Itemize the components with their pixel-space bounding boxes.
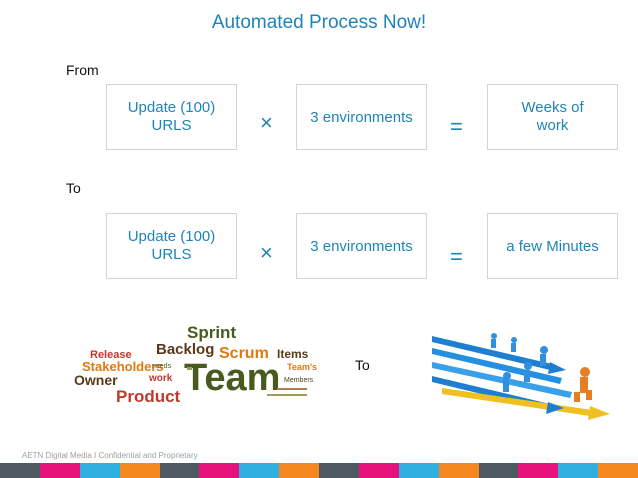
cloud-word: Backlog <box>156 341 214 358</box>
cloud-word: Members <box>284 377 314 384</box>
color-strip-segment <box>358 463 399 478</box>
color-strip-segment <box>558 463 599 478</box>
cloud-word: Scrum <box>219 345 269 362</box>
box-line: URLS <box>151 117 192 134</box>
multiply-sign: × <box>260 240 273 265</box>
cloud-word: Team's <box>287 362 317 372</box>
color-strip-segment <box>79 463 120 478</box>
equals-sign: = <box>450 114 463 139</box>
cloud-word: needs <box>152 363 172 370</box>
box-text: a few Minutes <box>506 238 599 255</box>
box-text: 3 environments <box>310 238 413 255</box>
update-urls-box-from: Update (100)URLS <box>106 84 237 150</box>
cloud-word: Items <box>277 347 309 361</box>
from-label: From <box>66 62 99 78</box>
color-strip-segment <box>319 463 359 478</box>
color-strip-segment <box>518 463 559 478</box>
environments-box-to: 3 environments <box>296 213 427 279</box>
racing-arrows-image <box>432 333 610 420</box>
color-strip-segment <box>199 463 240 478</box>
box-line: work <box>536 117 569 134</box>
box-line: Weeks of <box>521 99 584 116</box>
color-strip <box>0 463 638 478</box>
cloud-word: Owner <box>74 372 118 388</box>
few-minutes-box: a few Minutes <box>487 213 618 279</box>
box-line: Update (100) <box>127 99 216 116</box>
box-line: URLS <box>151 246 192 263</box>
cloud-word: Sprint <box>187 323 236 342</box>
cloud-word: Release <box>90 349 132 361</box>
box-text: 3 environments <box>310 109 413 126</box>
color-strip-segment <box>478 463 519 478</box>
color-strip-segment <box>239 463 280 478</box>
to-connector-label: To <box>355 357 370 373</box>
box-line: Update (100) <box>127 228 216 245</box>
cloud-word: work <box>148 373 173 384</box>
color-strip-segment <box>159 463 200 478</box>
multiply-sign: × <box>260 110 273 135</box>
color-strip-segment <box>119 463 160 478</box>
confidential-footer: AETN Digital Media I Confidential and Pr… <box>22 451 198 460</box>
cloud-word: Team <box>184 357 280 399</box>
color-strip-segment <box>398 463 439 478</box>
color-strip-segment <box>279 463 319 478</box>
slide-title: Automated Process Now! <box>211 12 427 33</box>
environments-box-from: 3 environments <box>296 84 427 150</box>
color-strip-segment <box>0 463 40 478</box>
cloud-word: Product <box>116 387 181 406</box>
scrum-word-cloud-image: Sprint Release Backlog Scrum Items Stake… <box>74 323 317 406</box>
update-urls-box-to: Update (100)URLS <box>106 213 237 279</box>
to-label: To <box>66 180 81 196</box>
color-strip-segment <box>598 463 638 478</box>
equals-sign: = <box>450 244 463 269</box>
color-strip-segment <box>438 463 479 478</box>
cloud-word: Stakeholders <box>82 359 164 374</box>
color-strip-segment <box>39 463 80 478</box>
